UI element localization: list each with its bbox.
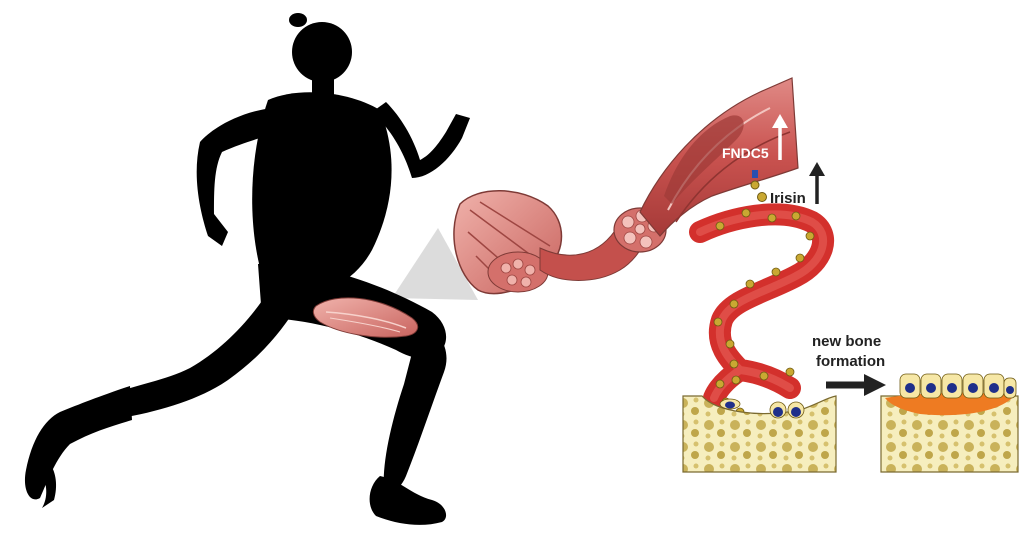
irisin-up-arrow xyxy=(809,162,825,204)
irisin-molecule-label xyxy=(758,193,767,202)
new-bone-label-line1: new bone xyxy=(812,333,881,350)
muscle-bundle xyxy=(454,78,798,294)
blood-vessel xyxy=(700,209,823,416)
osteoblast-row xyxy=(900,374,1016,398)
runner-silhouette xyxy=(25,13,470,525)
bone-tissue-after xyxy=(881,374,1018,472)
fndc5-label: FNDC5 xyxy=(722,145,769,161)
new-bone-label-line2: formation xyxy=(816,353,885,370)
bone-tissue-before xyxy=(683,396,836,472)
formation-arrow xyxy=(826,374,886,396)
